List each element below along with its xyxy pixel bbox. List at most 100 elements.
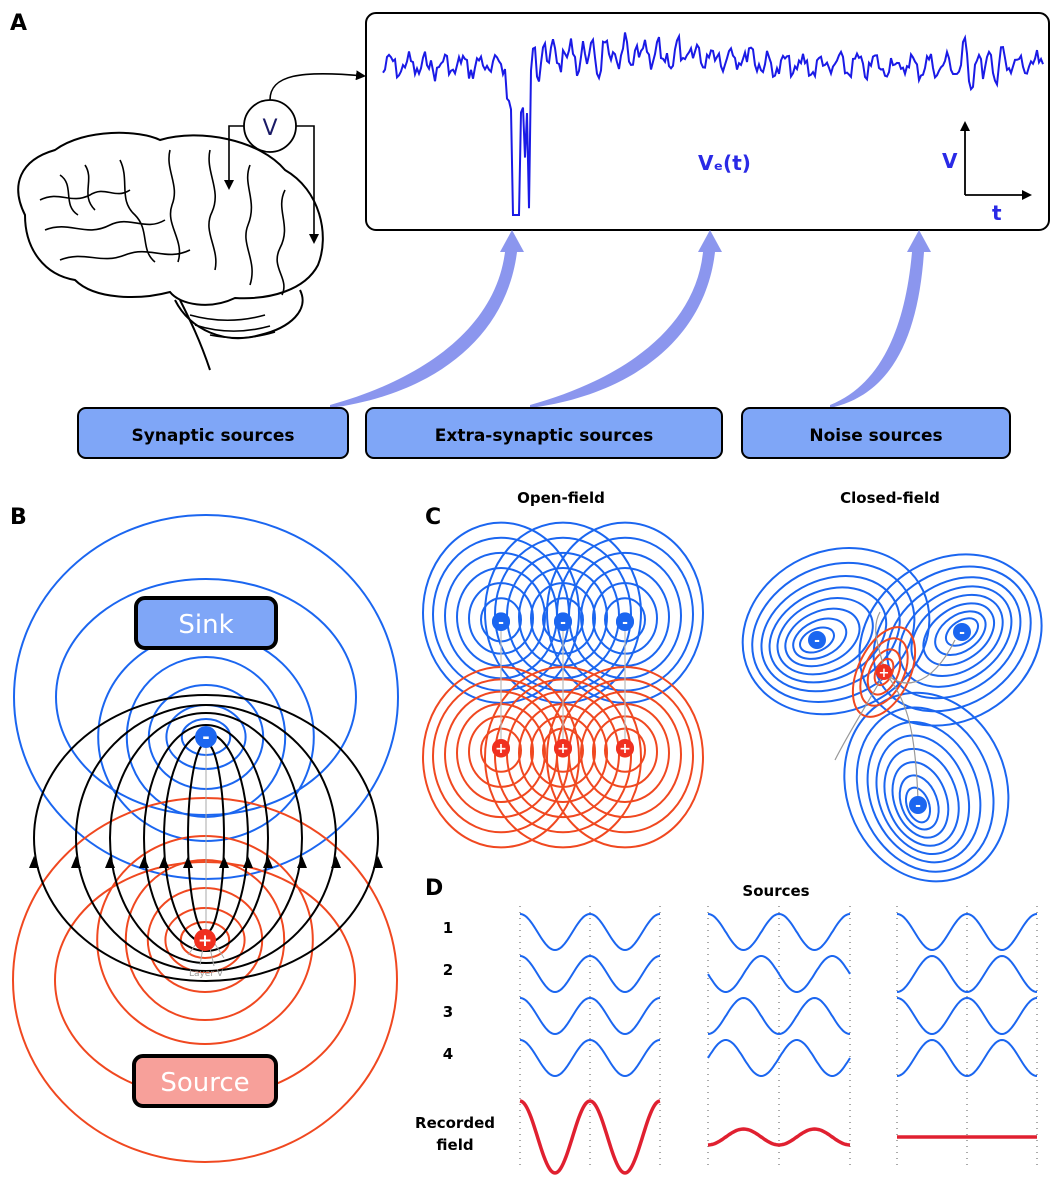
open-field-neurons	[500, 623, 626, 748]
closed-sink-ring	[776, 597, 874, 676]
source-wave-3	[896, 996, 1038, 1036]
closed-sink-ring	[792, 617, 848, 660]
source-wave-2	[707, 955, 851, 993]
source-wave-4	[896, 1038, 1038, 1078]
closed-sink-sign: -	[915, 798, 921, 814]
open-sink-marker	[492, 613, 510, 631]
svg-text:Source: Source	[160, 1068, 249, 1098]
field-arrowhead	[331, 856, 341, 868]
arrow-extrasynaptic	[530, 252, 715, 408]
closed-sink-ring	[891, 761, 950, 839]
panel-letter-b: B	[10, 505, 27, 530]
closed-sink-ring	[883, 747, 960, 847]
arrow-noise-head	[907, 230, 931, 252]
closed-sink-ring	[910, 593, 1004, 677]
closed-sink-ring	[741, 547, 931, 716]
row-label-2: 2	[443, 961, 453, 979]
open-source-marker	[616, 739, 634, 757]
panel-letter-d: D	[425, 876, 443, 901]
source-wave-3	[707, 996, 851, 1036]
closed-source-ring	[859, 637, 909, 707]
closed-sink-ring	[768, 586, 888, 684]
recorded-field-wave	[707, 1127, 851, 1147]
open-field-title: Open-field	[517, 489, 605, 507]
closed-sink-ring	[866, 721, 982, 864]
source-ring	[96, 835, 314, 1045]
field-arrowhead	[29, 856, 39, 868]
closed-sink-ring	[875, 734, 971, 856]
field-arrowhead	[183, 856, 193, 868]
closed-field-neuron	[834, 611, 956, 801]
open-source-marker	[492, 739, 510, 757]
sink-label-box: Sink	[134, 596, 278, 650]
source-wave-1	[707, 912, 851, 952]
recorded-field-wave	[519, 1099, 661, 1175]
source-wave-4	[519, 1038, 661, 1078]
trace-box	[365, 12, 1050, 231]
arrow-synaptic	[330, 252, 517, 408]
layer-label: Layer V	[189, 969, 224, 979]
brain-illustration	[17, 131, 324, 371]
arrow-extrasynaptic-head	[698, 230, 722, 252]
recorded-label-line1: Recorded	[415, 1114, 495, 1132]
open-source-sign: +	[619, 741, 631, 757]
open-sink-sign: -	[498, 615, 504, 631]
field-arrowhead	[71, 856, 81, 868]
closed-sink-ring	[904, 786, 932, 824]
closed-sink-ring	[872, 565, 1032, 713]
field-arrowhead	[243, 856, 253, 868]
recorded-label-line2: field	[436, 1136, 473, 1154]
closed-sink-ring	[843, 691, 1010, 883]
field-line	[75, 704, 337, 972]
closed-sink-ring	[934, 610, 987, 656]
open-sink-sign: -	[622, 615, 628, 631]
field-arrowhead	[219, 856, 229, 868]
source-wave-4	[707, 1039, 851, 1077]
source-ring	[124, 859, 286, 1021]
source-wave-1	[519, 912, 661, 952]
field-line	[33, 694, 379, 982]
electrode-wire-2	[296, 125, 319, 244]
open-source-sign: +	[557, 741, 569, 757]
field-arrowhead	[373, 856, 383, 868]
source-wave-3	[519, 996, 661, 1036]
source-ring	[12, 797, 398, 1163]
electrode-wire-1	[224, 125, 244, 190]
sink-marker	[195, 726, 217, 748]
closed-sink-marker	[808, 631, 826, 649]
axis-t-label: t	[992, 201, 1002, 225]
field-arrowhead	[159, 856, 169, 868]
source-waveforms	[519, 906, 1038, 1175]
arrow-synaptic-head	[500, 230, 524, 252]
closed-sink-ring	[855, 706, 995, 873]
panel-letter-c: C	[425, 505, 441, 530]
field-line	[143, 724, 269, 952]
source-ring	[164, 907, 246, 973]
closed-source-sign: +	[879, 666, 890, 681]
source-box-extrasynaptic: Extra-synaptic sources	[365, 407, 723, 459]
source-wave-2	[896, 954, 1038, 994]
open-sink-marker	[554, 613, 572, 631]
closed-sink-ring	[886, 576, 1022, 700]
voltmeter-label: V	[262, 116, 277, 141]
panel-b: B Layer V - + Sink Source	[10, 505, 399, 1163]
sources-title: Sources	[742, 882, 809, 900]
closed-source-marker	[876, 664, 892, 680]
closed-sink-ring	[922, 602, 995, 667]
trace-label: Vₑ(t)	[698, 151, 751, 175]
closed-sink-marker	[953, 623, 971, 641]
field-arrowhead	[105, 856, 115, 868]
svg-text:Synaptic sources: Synaptic sources	[131, 426, 294, 446]
field-arrowhead	[297, 856, 307, 868]
source-marker-sign: +	[198, 931, 212, 951]
svg-text:Extra-synaptic sources: Extra-synaptic sources	[435, 426, 654, 446]
open-source-sign: +	[495, 741, 507, 757]
extracellular-voltage-trace	[382, 32, 1044, 216]
closed-sink-ring	[799, 626, 835, 654]
field-arrowhead	[139, 856, 149, 868]
closed-sink-ring	[898, 774, 940, 831]
closed-sink-sign: -	[814, 633, 820, 649]
row-label-4: 4	[443, 1045, 453, 1063]
source-box-noise: Noise sources	[741, 407, 1011, 459]
